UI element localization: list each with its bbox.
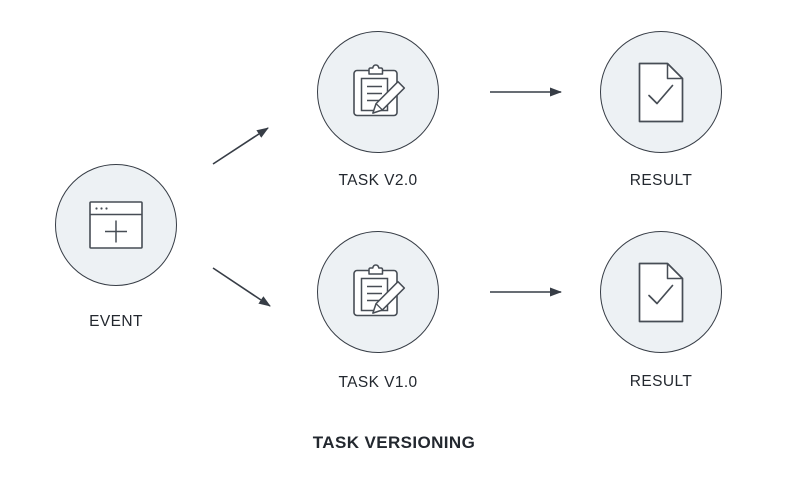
clipboard-pencil-icon: [351, 63, 411, 121]
result-top-label: RESULT: [629, 172, 693, 189]
arrow-event-to-task-v1: [212, 267, 271, 307]
node-result-top: [600, 31, 722, 153]
result-bottom-circle: [600, 231, 722, 353]
result-bottom-label: RESULT: [629, 373, 693, 390]
node-task-v2: [317, 31, 439, 153]
task-v2-label: TASK V2.0: [338, 172, 418, 189]
result-top-circle: [600, 31, 722, 153]
document-check-icon: [638, 262, 684, 323]
browser-window-plus-icon: [89, 201, 143, 249]
diagram-title: TASK VERSIONING: [312, 433, 476, 452]
node-task-v1: [317, 231, 439, 353]
task-v1-circle: [317, 231, 439, 353]
event-label: EVENT: [89, 313, 143, 330]
task-v2-circle: [317, 31, 439, 153]
event-circle: [55, 164, 177, 286]
node-result-bottom: [600, 231, 722, 353]
node-event: [55, 164, 177, 286]
clipboard-pencil-icon: [351, 263, 411, 321]
task-v1-label: TASK V1.0: [338, 374, 418, 391]
document-check-icon: [638, 62, 684, 123]
arrow-event-to-task-v2: [212, 127, 269, 165]
